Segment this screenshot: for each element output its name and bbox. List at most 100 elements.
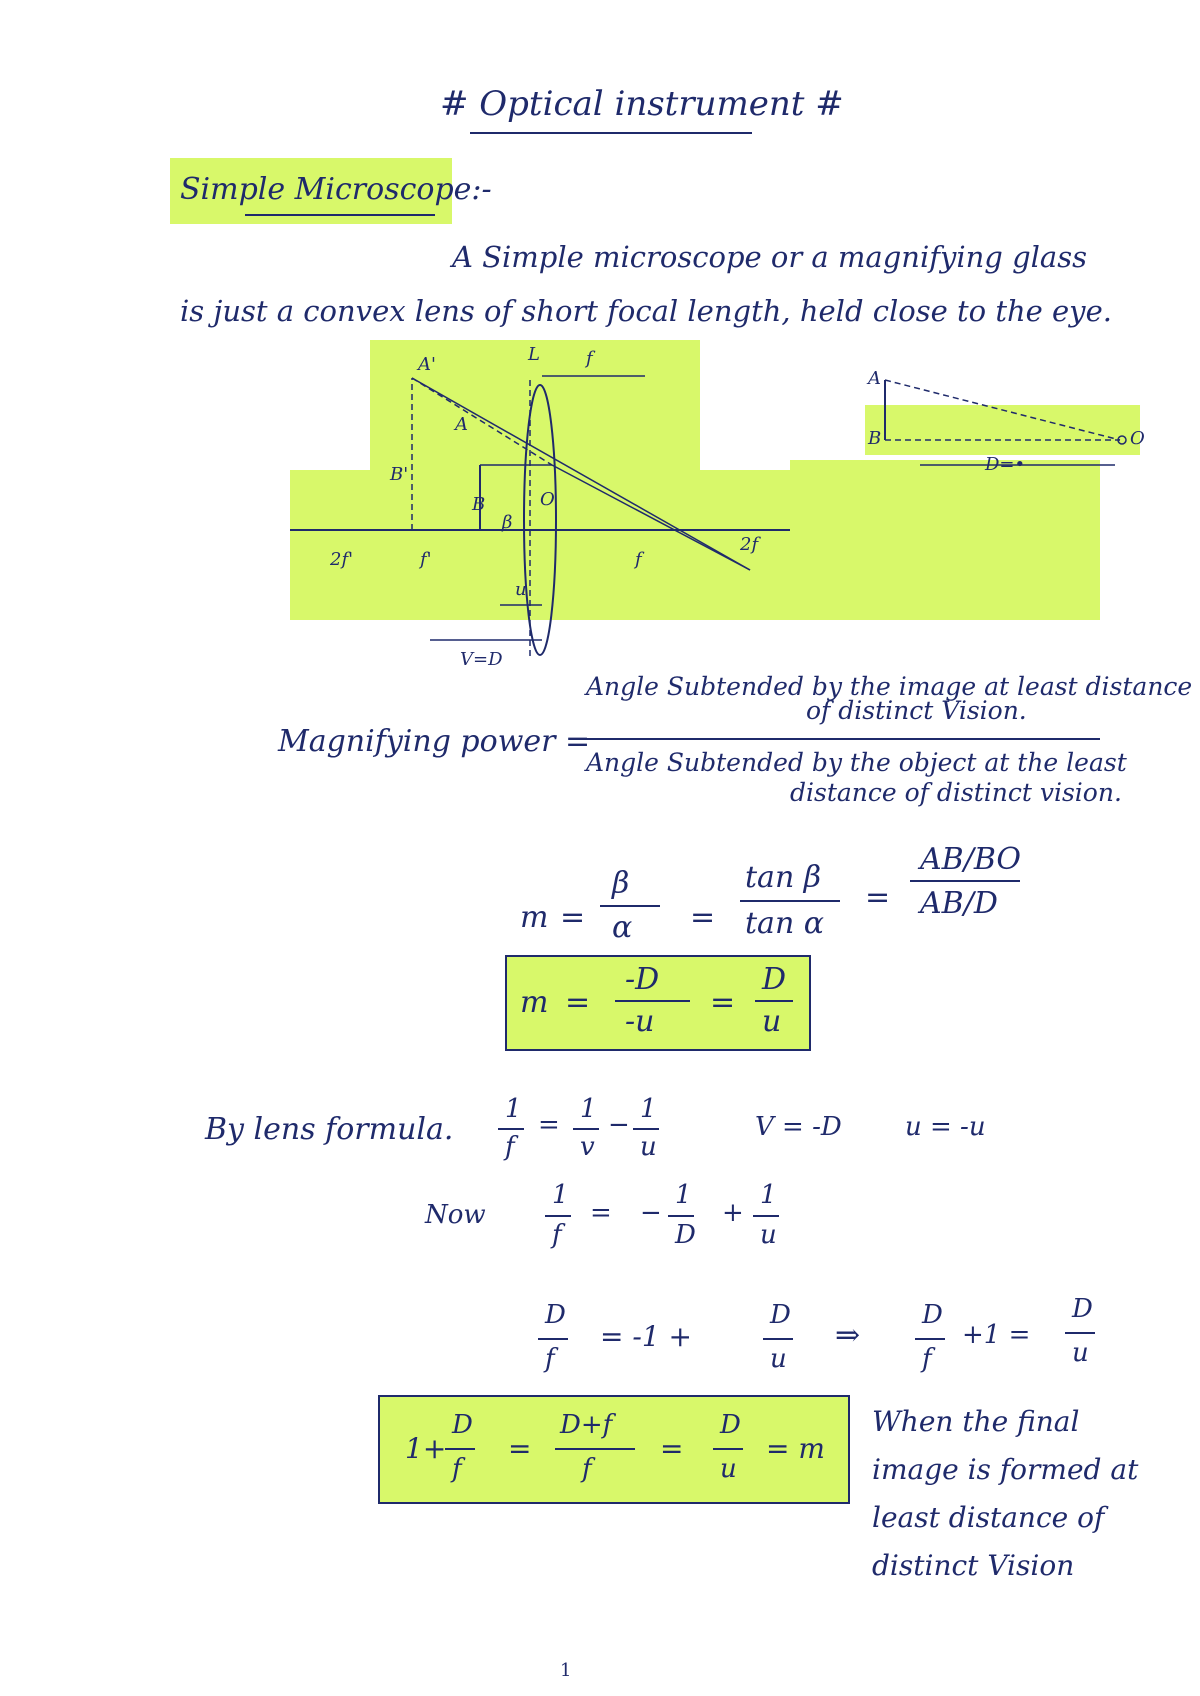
step-bar1 bbox=[538, 1338, 568, 1340]
now-minus: − bbox=[640, 1198, 662, 1228]
lens-u-value: u = -u bbox=[905, 1112, 986, 1142]
final-lhs: 1+ bbox=[405, 1432, 447, 1465]
step-num1: D bbox=[545, 1300, 566, 1330]
final-bar1 bbox=[445, 1448, 475, 1450]
label-L: L bbox=[527, 344, 540, 365]
mp-numerator-line-1: Angle Subtended by the image at least di… bbox=[586, 672, 1193, 701]
lens-num2: 1 bbox=[580, 1094, 597, 1124]
lens-formula-label: By lens formula. bbox=[205, 1112, 454, 1147]
lens-den2: v bbox=[580, 1132, 595, 1162]
boxed-m-den1: -u bbox=[625, 1004, 655, 1039]
ray-virtual bbox=[411, 377, 553, 466]
final-num1: D bbox=[452, 1410, 473, 1440]
paragraph-line-1: A Simple microscope or a magnifying glas… bbox=[452, 240, 1087, 274]
boxed-m-result bbox=[505, 955, 811, 1051]
boxed-m-eq1: = bbox=[565, 985, 591, 1020]
ray-through-center bbox=[411, 377, 751, 571]
step-den3: f bbox=[922, 1344, 932, 1374]
m-ratio-bar3 bbox=[910, 880, 1020, 882]
step-num3: D bbox=[922, 1300, 943, 1330]
label-right-O: O bbox=[1130, 428, 1145, 449]
mp-numerator-line-2: of distinct Vision. bbox=[806, 696, 1027, 725]
now-num2: 1 bbox=[675, 1180, 692, 1210]
ray-diagram: L f A' A B' B β O 2f' f' f 2f u V=D A B … bbox=[290, 340, 1145, 670]
now-num3: 1 bbox=[760, 1180, 777, 1210]
diagram-highlight-top bbox=[370, 340, 700, 480]
final-den1: f bbox=[452, 1454, 462, 1484]
now-num1: 1 bbox=[552, 1180, 569, 1210]
m-ratio-eq1: = bbox=[560, 900, 586, 935]
now-plus: + bbox=[722, 1198, 744, 1228]
step-num4: D bbox=[1072, 1294, 1093, 1324]
label-A-prime: A' bbox=[416, 354, 436, 375]
boxed-m-lhs: m bbox=[520, 985, 549, 1020]
final-note: When the final image is formed at least … bbox=[872, 1405, 1139, 1582]
diagram-highlight-right bbox=[790, 460, 1100, 620]
m-ratio-den1: α bbox=[612, 910, 633, 945]
m-ratio-bar1 bbox=[600, 905, 660, 907]
eye-point bbox=[1117, 435, 1127, 445]
now-label: Now bbox=[425, 1200, 486, 1230]
now-bar3 bbox=[753, 1215, 779, 1217]
lens-bar1 bbox=[498, 1128, 524, 1130]
step-plus-one: +1 = bbox=[962, 1320, 1031, 1350]
step-bar3 bbox=[915, 1338, 945, 1340]
lens-num1: 1 bbox=[505, 1094, 522, 1124]
label-A: A bbox=[453, 414, 468, 435]
lens-eq: = bbox=[538, 1110, 560, 1140]
final-num3: D bbox=[720, 1410, 741, 1440]
lens-den3: u bbox=[640, 1132, 657, 1162]
label-2f: 2f bbox=[739, 534, 761, 555]
mp-denominator-line-2: distance of distinct vision. bbox=[790, 778, 1122, 807]
now-den2: D bbox=[675, 1220, 696, 1250]
ray-refracted bbox=[551, 464, 751, 571]
m-ratio-num1: β bbox=[612, 866, 630, 901]
now-den3: u bbox=[760, 1220, 777, 1250]
label-right-D: D=• bbox=[984, 454, 1025, 475]
heading-underline bbox=[245, 214, 435, 216]
m-ratio-num3: AB/BO bbox=[920, 842, 1022, 877]
m-ratio-bar2 bbox=[740, 900, 840, 902]
m-ratio-lhs: m bbox=[520, 900, 549, 935]
lens-minus: − bbox=[608, 1110, 630, 1140]
lens-num3: 1 bbox=[640, 1094, 657, 1124]
m-ratio-den2: tan α bbox=[745, 906, 825, 941]
now-bar1 bbox=[545, 1215, 571, 1217]
lens-v-value: V = -D bbox=[755, 1112, 842, 1142]
lens-bar2 bbox=[573, 1128, 599, 1130]
boxed-m-den2: u bbox=[762, 1004, 782, 1039]
step-bar4 bbox=[1065, 1332, 1095, 1334]
lens-bar3 bbox=[633, 1128, 659, 1130]
step-rhs: = -1 + bbox=[600, 1320, 692, 1353]
step-den2: u bbox=[770, 1344, 787, 1374]
label-v-eq-D: V=D bbox=[460, 649, 503, 670]
label-B: B bbox=[471, 494, 485, 515]
step-bar2 bbox=[763, 1338, 793, 1340]
final-den3: u bbox=[720, 1454, 737, 1484]
final-num2: D+f bbox=[560, 1410, 613, 1440]
boxed-m-num1: -D bbox=[625, 962, 660, 997]
boxed-m-num2: D bbox=[762, 962, 787, 997]
m-ratio-num2: tan β bbox=[745, 860, 822, 895]
paragraph-line-2: is just a convex lens of short focal len… bbox=[180, 294, 1112, 328]
now-eq: = bbox=[590, 1198, 612, 1228]
step-arrow: ⇒ bbox=[835, 1318, 861, 1353]
final-rhs: = m bbox=[766, 1432, 825, 1465]
label-right-A: A bbox=[866, 368, 881, 389]
m-ratio-eq2: = bbox=[690, 900, 716, 935]
final-eq1: = bbox=[508, 1432, 532, 1465]
title-underline bbox=[470, 132, 752, 134]
diagram-highlight-eye bbox=[865, 405, 1140, 455]
final-bar3 bbox=[713, 1448, 743, 1450]
page-title: # Optical instrument # bbox=[440, 84, 844, 124]
now-bar2 bbox=[668, 1215, 694, 1217]
lens-den1: f bbox=[505, 1132, 515, 1162]
label-right-B: B bbox=[867, 428, 881, 449]
step-num2: D bbox=[770, 1300, 791, 1330]
now-den1: f bbox=[552, 1220, 562, 1250]
step-den4: u bbox=[1072, 1338, 1089, 1368]
label-beta: β bbox=[501, 512, 512, 533]
label-f-prime: f' bbox=[418, 549, 432, 570]
label-O: O bbox=[540, 489, 555, 510]
label-B-prime: B' bbox=[389, 464, 408, 485]
